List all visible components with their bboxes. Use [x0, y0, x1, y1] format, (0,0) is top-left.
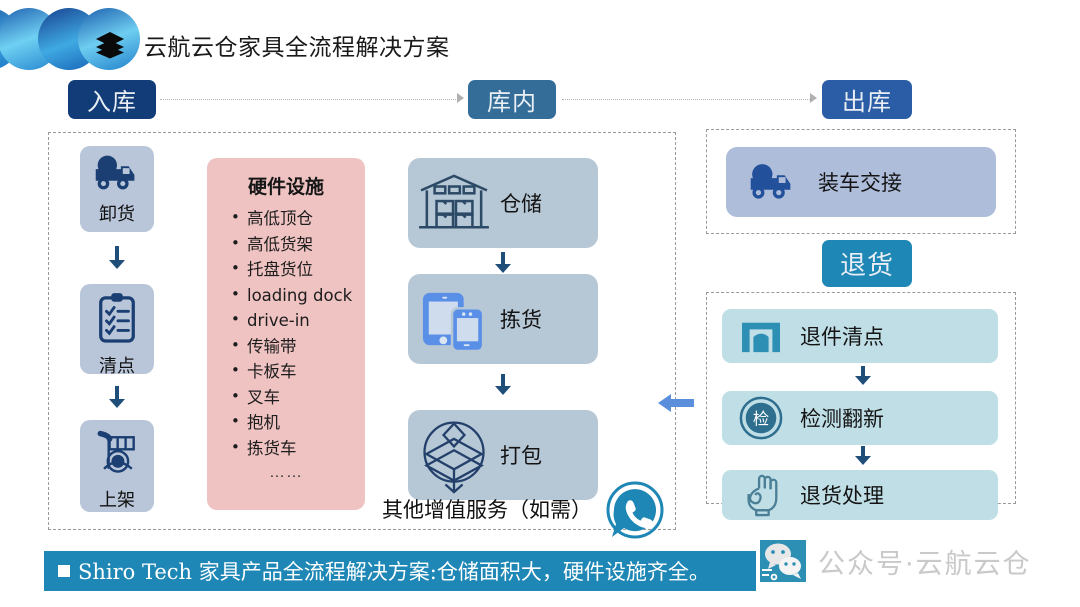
step-label: 仓储: [500, 192, 542, 216]
watermark: 公众号·云航云仓: [760, 540, 1032, 582]
summary-banner: Shiro Tech 家具产品全流程解决方案:仓储面积大，硬件设施齐全。: [44, 551, 756, 591]
watermark-text: 公众号·云航云仓: [818, 548, 1032, 580]
phase-badge-inbound[interactable]: 入库: [68, 80, 156, 119]
step-shelve[interactable]: 上架: [80, 420, 154, 512]
page-title: 云航云仓家具全流程解决方案: [144, 35, 450, 61]
list-item: 传输带: [217, 333, 355, 360]
step-count[interactable]: 清点: [80, 284, 154, 377]
list-item: 高低顶仓: [217, 205, 355, 232]
hand-ok-icon: [722, 473, 800, 517]
inbound-inwarehouse-group: [48, 132, 676, 530]
connector-inbound-to-inwarehouse: [160, 99, 460, 100]
arrow-storage-to-pick-icon: [495, 252, 511, 273]
phone-call-icon: [604, 481, 666, 543]
hardware-list: 高低顶仓 高低货架 托盘货位 loading dock drive-in 传输带…: [217, 205, 355, 462]
clipboard-checklist-icon: [95, 291, 139, 350]
warehouse-building-icon: [408, 171, 500, 235]
phase-badge-outbound[interactable]: 出库: [822, 80, 912, 119]
step-unload[interactable]: 卸货: [80, 146, 154, 232]
list-item: 托盘货位: [217, 256, 355, 283]
step-label: 装车交接: [818, 171, 902, 195]
open-box-packing-icon: [408, 416, 500, 494]
step-label: 卸货: [99, 204, 135, 225]
svg-text:检: 检: [753, 410, 769, 429]
left-arrow-icon: [658, 392, 694, 414]
gate-scanner-icon: [722, 317, 800, 355]
wechat-icon: [760, 540, 806, 582]
step-storage[interactable]: 仓储: [408, 158, 598, 248]
mobile-devices-icon: [408, 287, 500, 351]
square-bullet-icon: [58, 565, 70, 577]
connector-arrow-2-icon: [810, 93, 817, 103]
list-item: 拣货车: [217, 435, 355, 462]
step-load-and-handover[interactable]: 装车交接: [726, 147, 996, 217]
step-label: 上架: [99, 490, 135, 511]
hardware-list-more: ……: [269, 464, 303, 481]
step-inspect-refurbish[interactable]: 检 检测翻新: [722, 391, 998, 445]
step-label: 退货处理: [800, 484, 884, 508]
step-return-processing[interactable]: 退货处理: [722, 470, 998, 520]
hardware-panel-title: 硬件设施: [247, 176, 324, 198]
list-item: 卡板车: [217, 358, 355, 385]
step-pack[interactable]: 打包: [408, 410, 598, 500]
step-label: 拣货: [500, 308, 542, 332]
list-item: drive-in: [217, 307, 355, 334]
arrow-return-count-to-inspect-icon: [855, 366, 871, 385]
list-item: loading dock: [217, 282, 355, 309]
connector-inwarehouse-to-outbound: [562, 99, 814, 100]
phase-badge-inwarehouse[interactable]: 库内: [468, 80, 556, 119]
inspection-seal-icon: 检: [722, 396, 800, 440]
hardware-facilities-panel: 硬件设施 高低顶仓 高低货架 托盘货位 loading dock drive-i…: [207, 158, 365, 510]
stacked-layers-icon: [93, 27, 127, 61]
arrow-inspect-to-process-icon: [855, 446, 871, 465]
list-item: 抱机: [217, 409, 355, 436]
step-label: 清点: [99, 356, 135, 377]
connector-arrow-1-icon: [457, 93, 464, 103]
step-return-count[interactable]: 退件清点: [722, 309, 998, 363]
phase-badge-returns[interactable]: 退货: [822, 240, 912, 287]
step-label: 退件清点: [800, 325, 884, 349]
outbound-group: [706, 129, 1016, 234]
step-label: 检测翻新: [800, 407, 884, 431]
list-item: 叉车: [217, 384, 355, 411]
shelving-rack-icon: [92, 427, 142, 484]
truck-icon: [88, 153, 146, 198]
brand-logo: [0, 8, 148, 70]
summary-banner-text: Shiro Tech 家具产品全流程解决方案:仓储面积大，硬件设施齐全。: [78, 560, 710, 584]
step-pick[interactable]: 拣货: [408, 274, 598, 364]
arrow-pick-to-pack-icon: [495, 374, 511, 395]
truck-icon: [726, 161, 818, 203]
list-item: 高低货架: [217, 231, 355, 258]
step-label: 打包: [500, 444, 542, 468]
arrow-unload-to-count-icon: [109, 246, 125, 269]
value-added-services-label: 其他增值服务（如需）: [382, 498, 592, 522]
arrow-count-to-shelve-icon: [109, 386, 125, 408]
